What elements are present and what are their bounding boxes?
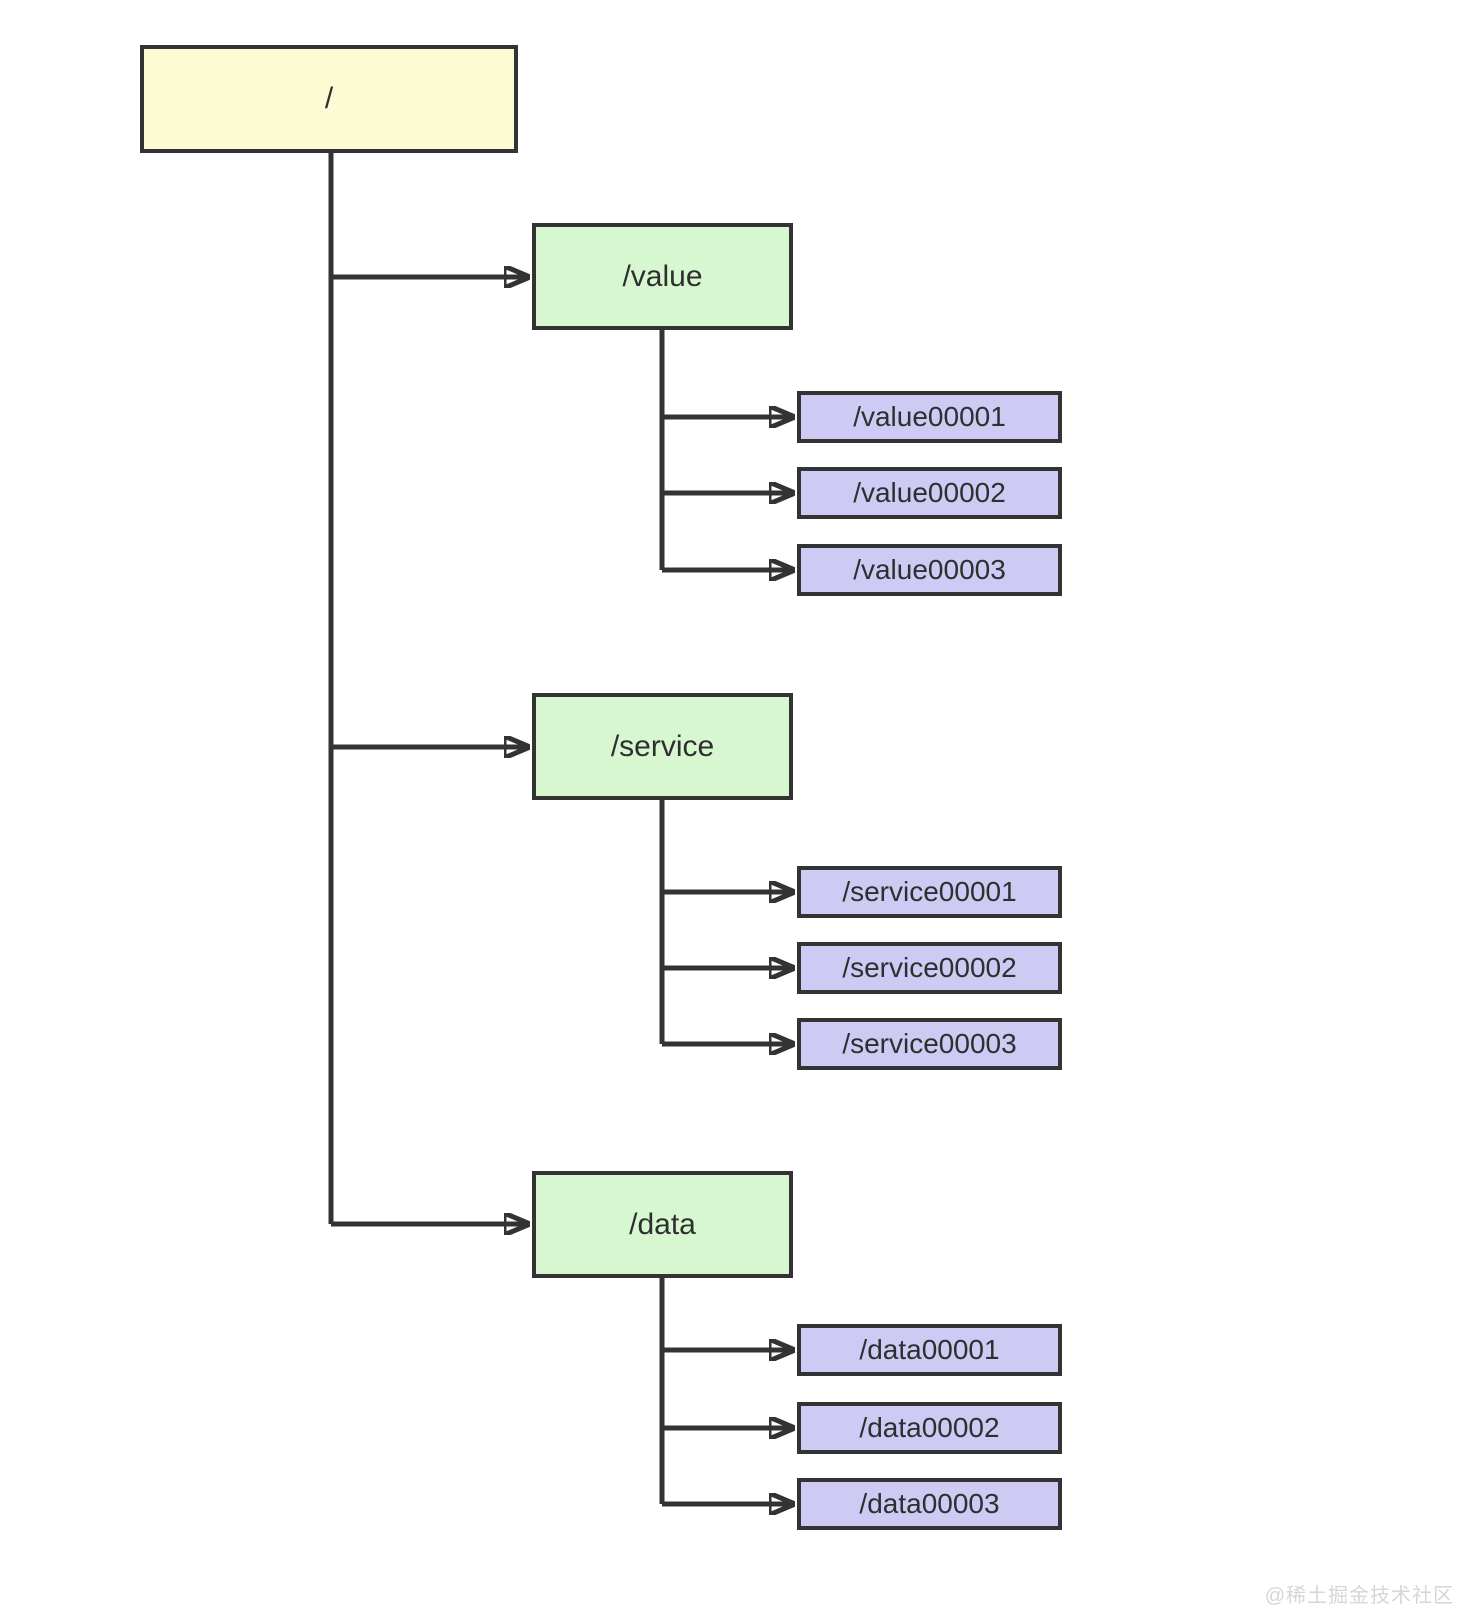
leaf-node-value00003: /value00003: [797, 544, 1062, 596]
branch-node-value: /value: [532, 223, 793, 330]
leaf-node-data00001: /data00001: [797, 1324, 1062, 1376]
watermark-text: @稀土掘金技术社区: [1264, 1585, 1454, 1607]
leaf-node-service00001: /service00001: [797, 866, 1062, 918]
leaf-node-value00002: /value00002: [797, 467, 1062, 519]
leaf-node-service00003: /service00003: [797, 1018, 1062, 1070]
branch-node-service: /service: [532, 693, 793, 800]
leaf-node-data00003: /data00003: [797, 1478, 1062, 1530]
leaf-node-value00001: /value00001: [797, 391, 1062, 443]
branch-node-data: /data: [532, 1171, 793, 1278]
root-node: /: [140, 45, 518, 153]
leaf-node-data00002: /data00002: [797, 1402, 1062, 1454]
leaf-node-service00002: /service00002: [797, 942, 1062, 994]
